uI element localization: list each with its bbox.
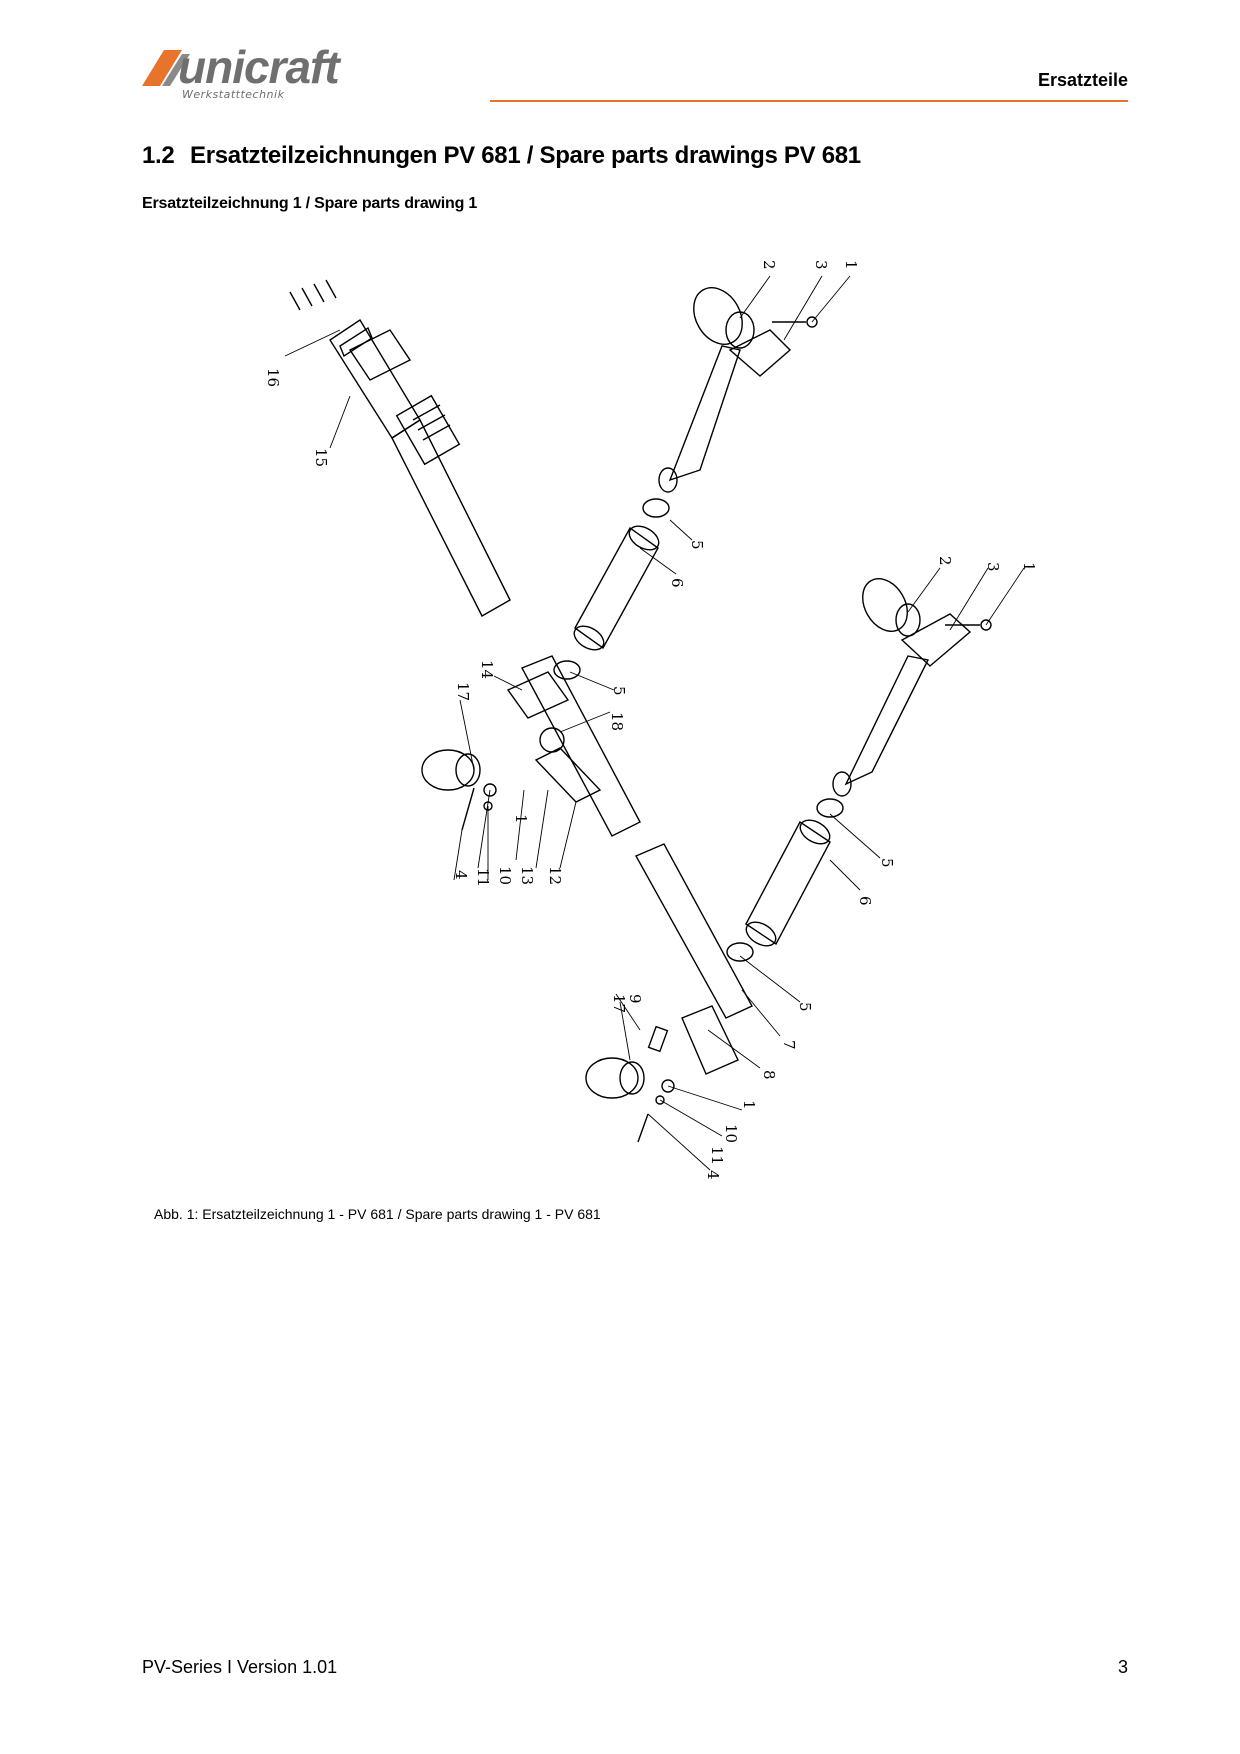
logo-mark-icon — [142, 50, 190, 86]
callout-1: 1 — [740, 1100, 758, 1110]
callout-4: 4 — [704, 1170, 722, 1180]
page-number: 3 — [1117, 1657, 1128, 1677]
logo-wordmark: unicraft — [178, 41, 340, 93]
unicraft-logo: unicraft Werkstatttechnik — [140, 44, 390, 106]
caster-bottom — [585, 1005, 739, 1143]
lower-wheel-axle — [726, 578, 992, 962]
caster-left — [421, 749, 497, 831]
callout-leaders — [284, 275, 1025, 1171]
callout-2: 2 — [936, 556, 954, 566]
callout-10: 10 — [722, 1124, 740, 1143]
callout-5: 5 — [878, 858, 896, 868]
section-number: 1.2 — [142, 142, 175, 169]
callout-9: 9 — [626, 994, 644, 1004]
callout-16: 16 — [264, 368, 282, 387]
callout-14: 14 — [478, 660, 496, 679]
section-title-text: Ersatzteilzeichnungen PV 681 / Spare par… — [190, 142, 861, 169]
handle-assembly — [289, 279, 511, 617]
callout-6: 6 — [668, 578, 686, 588]
callout-11: 11 — [708, 1146, 726, 1165]
callout-5: 5 — [610, 686, 628, 696]
callout-1: 1 — [842, 260, 860, 270]
callout-5: 5 — [796, 1002, 814, 1012]
callout-7: 7 — [780, 1040, 798, 1050]
callout-11: 11 — [474, 868, 492, 887]
header-divider — [490, 100, 1128, 102]
callout-15: 15 — [312, 448, 330, 467]
callout-13: 13 — [518, 866, 536, 885]
logo-tagline: Werkstatttechnik — [182, 88, 285, 101]
callout-1: 1 — [1020, 562, 1038, 572]
callout-8: 8 — [760, 1070, 778, 1080]
header-section-name: Ersatzteile — [1037, 70, 1128, 90]
callout-1: 1 — [512, 814, 530, 824]
callout-6: 6 — [856, 896, 874, 906]
callout-17: 17 — [610, 994, 628, 1013]
callout-3: 3 — [812, 260, 830, 270]
callout-17: 17 — [454, 682, 472, 701]
callout-5: 5 — [688, 540, 706, 550]
main-frame — [506, 655, 753, 1019]
footer-version: PV-Series I Version 1.01 — [142, 1657, 338, 1677]
callout-2: 2 — [760, 260, 778, 270]
callout-3: 3 — [984, 562, 1002, 572]
callout-12: 12 — [546, 866, 564, 885]
callout-18: 18 — [608, 712, 626, 731]
subsection-title: Ersatzteilzeichnung 1 / Spare parts draw… — [142, 195, 478, 212]
callout-10: 10 — [496, 866, 514, 885]
callout-4: 4 — [452, 870, 470, 880]
figure-caption: Abb. 1: Ersatzteilzeichnung 1 - PV 681 /… — [154, 1206, 601, 1222]
upper-wheel-axle — [553, 287, 818, 680]
section-title: 1.2 Ersatzteilzeichnungen PV 681 / Spare … — [142, 142, 861, 170]
